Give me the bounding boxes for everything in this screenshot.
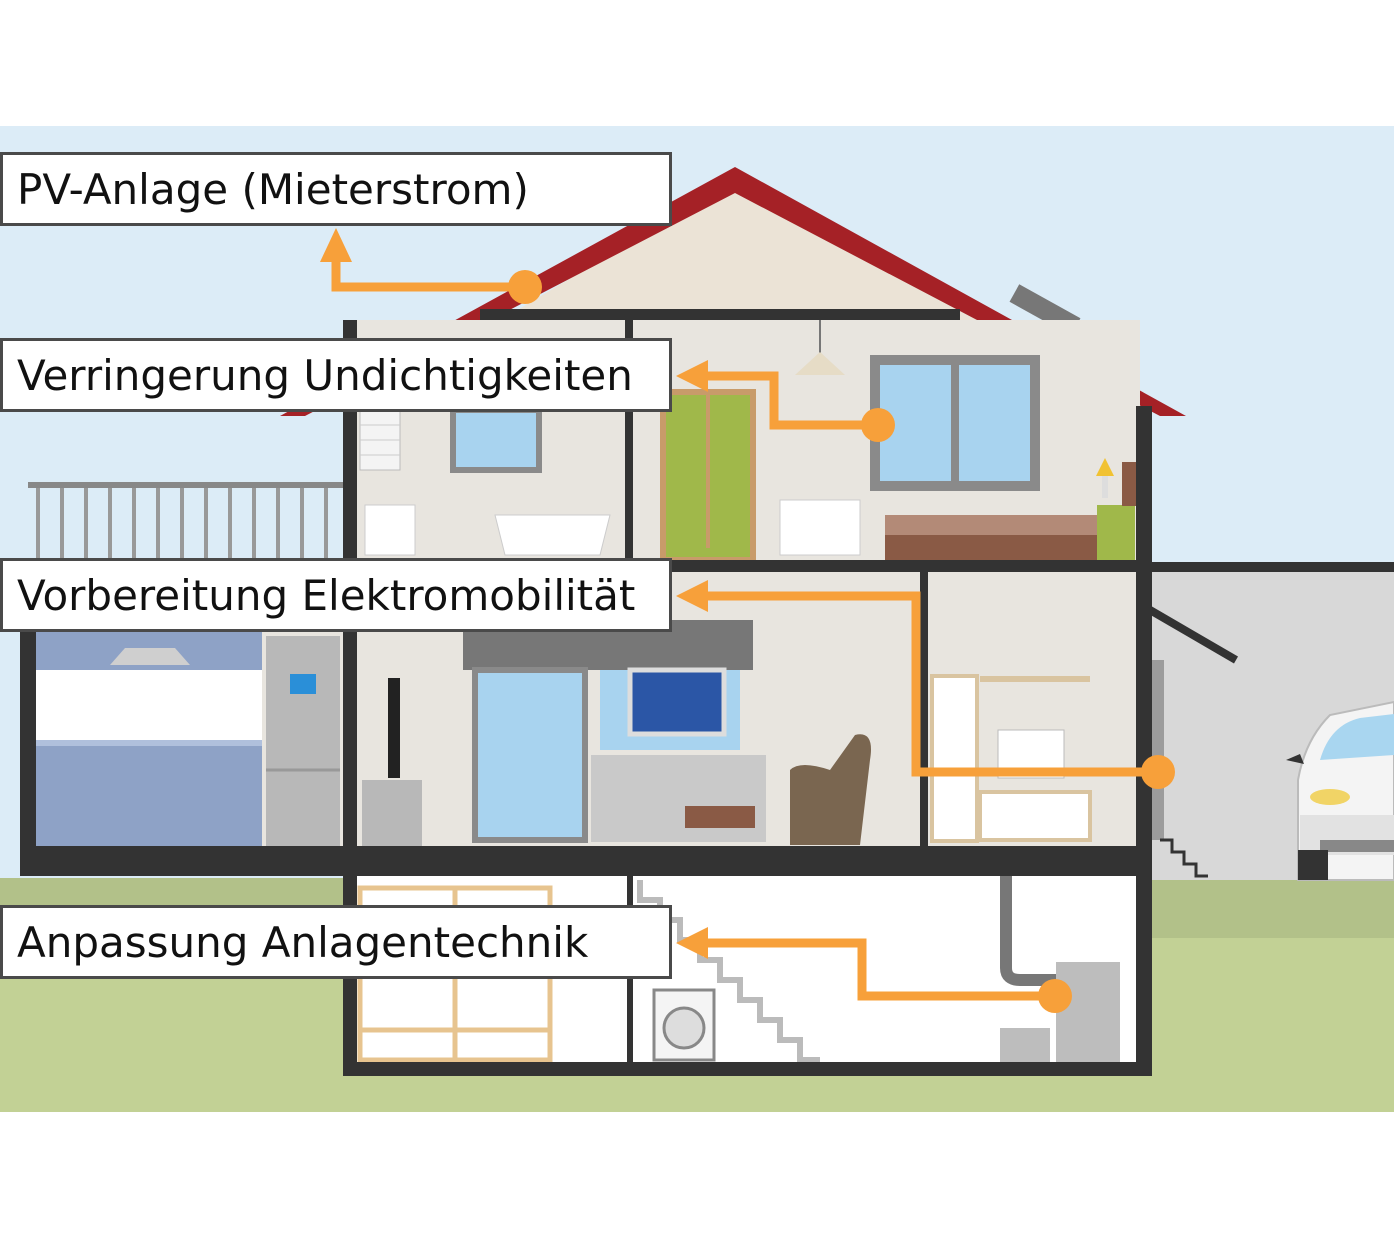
arrowhead-pv	[320, 228, 352, 262]
car-icon	[1286, 700, 1394, 881]
callout-label-leaks: Verringerung Undichtigkeiten	[0, 338, 672, 412]
callout-label-emobility: Vorbereitung Elektromobilität	[0, 558, 672, 632]
arrow-emob	[700, 591, 1158, 777]
house-frame	[20, 320, 1152, 1076]
arrow-leak	[700, 371, 878, 430]
bedroom	[660, 320, 1136, 563]
callout-arrows	[331, 250, 1158, 1001]
heating-system	[1000, 870, 1120, 1062]
balcony-railing	[28, 482, 350, 558]
dot-pv	[508, 270, 542, 304]
callout-label-pv: PV-Anlage (Mieterstrom)	[0, 152, 672, 226]
callout-label-systems: Anpassung Anlagentechnik	[0, 905, 672, 979]
arrowhead-tech	[676, 927, 708, 959]
callout-arrowheads	[320, 228, 1175, 1013]
arrow-tech	[700, 938, 1055, 1001]
dot-leak	[861, 408, 895, 442]
washing-machine-icon	[652, 988, 716, 1062]
arrowhead-emob	[676, 580, 708, 612]
dot-emob	[1141, 755, 1175, 789]
kitchen	[36, 632, 340, 846]
bathroom	[359, 407, 611, 556]
arrow-pv	[331, 250, 525, 292]
arrowhead-leak	[676, 360, 708, 392]
dot-tech	[1038, 979, 1072, 1013]
living-room	[362, 620, 871, 846]
